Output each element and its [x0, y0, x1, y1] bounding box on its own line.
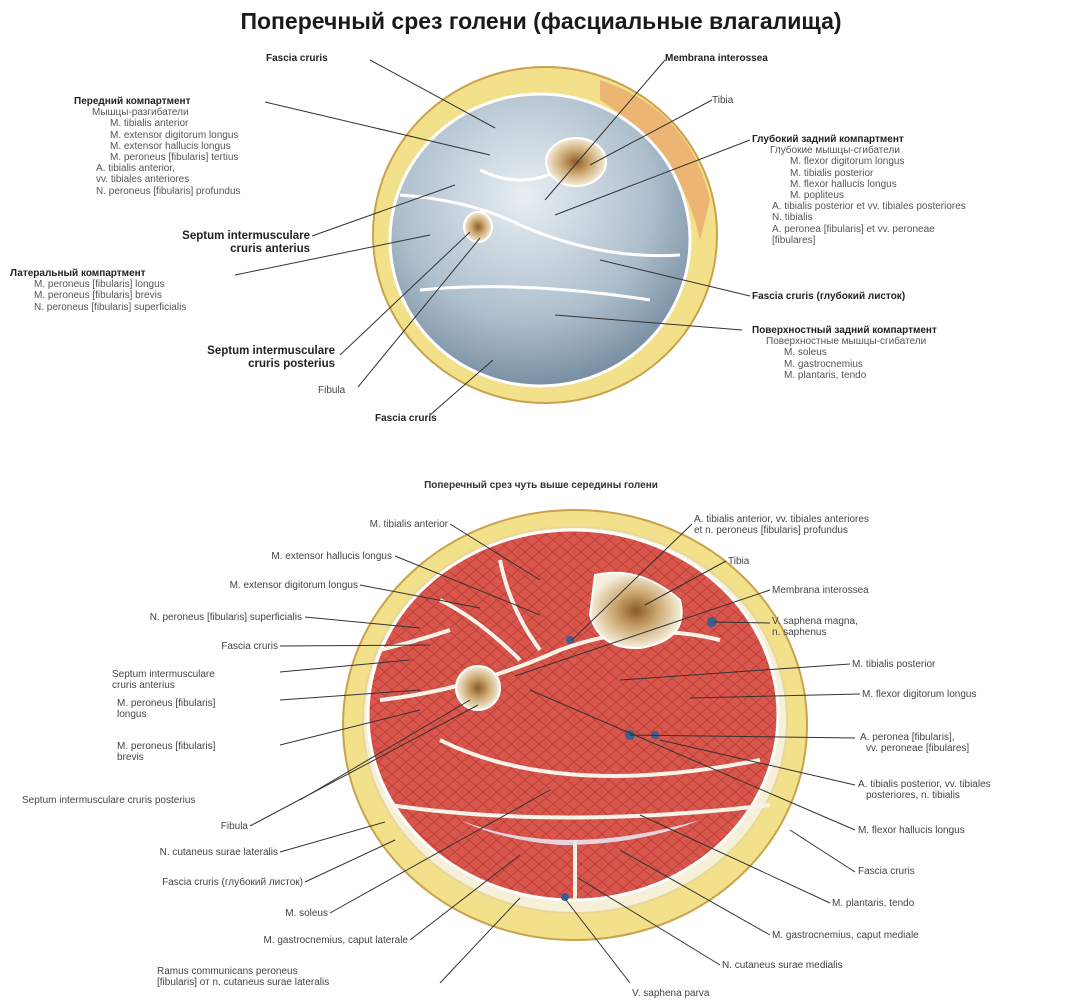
lateral-compartment-block: Латеральный компартмент M. peroneus [fib… — [10, 268, 186, 313]
label-saphena-parva: V. saphena parva — [632, 988, 709, 999]
deep-posterior-vessel: A. peronea [fibularis] et vv. peroneae — [752, 224, 966, 235]
label-peronea-2: vv. peroneae [fibulares] — [866, 743, 969, 754]
label-septum-anterius-1: Septum intermusculare — [120, 230, 310, 243]
label-gastrocnemius-mediale: M. gastrocnemius, caput mediale — [772, 930, 919, 941]
label-septum-ant-b2: cruris anterius — [112, 680, 175, 691]
bottom-fibula-bone — [456, 666, 500, 710]
anterior-sub: Мышцы-разгибатели — [60, 107, 241, 118]
anterior-item: M. extensor hallucis longus — [60, 141, 241, 152]
label-extensor-hallucis-longus: M. extensor hallucis longus — [170, 551, 392, 562]
deep-posterior-heading: Глубокий задний компартмент — [752, 134, 966, 145]
label-fascia-deep: Fascia cruris (глубокий листок) — [752, 291, 905, 302]
label-septum-anterius-2: cruris anterius — [120, 243, 310, 256]
deep-posterior-vessel: A. tibialis posterior et vv. tibiales po… — [752, 201, 966, 212]
deep-posterior-item: M. tibialis posterior — [752, 168, 966, 179]
label-ramus-communicans-1: Ramus communicans peroneus — [157, 966, 298, 977]
vessel-tibialis-anterior — [566, 636, 574, 644]
label-tibia-b: Tibia — [728, 556, 749, 567]
section-subtitle: Поперечный срез чуть выше середины голен… — [0, 480, 1082, 491]
label-cutaneus-surae-lateralis: N. cutaneus surae lateralis — [60, 847, 278, 858]
deep-posterior-block: Глубокий задний компартмент Глубокие мыш… — [752, 134, 966, 246]
label-flexor-hallucis-longus: M. flexor hallucis longus — [858, 825, 965, 836]
deep-posterior-vessel: [fibulares] — [752, 235, 966, 246]
label-saphena-magna-1: V. saphena magna, — [772, 616, 858, 627]
label-peronea-1: A. peronea [fibularis], — [860, 732, 955, 743]
top-deep-fascia — [390, 94, 690, 386]
deep-posterior-item: M. popliteus — [752, 190, 966, 201]
label-tibialis-anterior-vessels-2: et n. peroneus [fibularis] profundus — [694, 525, 848, 536]
lateral-heading: Латеральный компартмент — [10, 268, 186, 279]
label-tibialis-anterior-vessels-1: A. tibialis anterior, vv. tibiales anter… — [694, 514, 869, 525]
label-fascia-cruris-b1: Fascia cruris — [140, 641, 278, 652]
label-septum-posterius-1: Septum intermusculare — [140, 345, 335, 358]
label-fascia-cruris-bottom: Fascia cruris — [375, 413, 437, 424]
label-septum-posterius-2: cruris posterius — [140, 358, 335, 371]
superficial-posterior-item: M. plantaris, tendo — [752, 370, 937, 381]
label-tibialis-posterior-vessels-2: posteriores, n. tibialis — [866, 790, 960, 801]
lateral-item: M. peroneus [fibularis] brevis — [10, 290, 186, 301]
label-ramus-communicans-2: [fibularis] от n. cutaneus surae lateral… — [157, 977, 329, 988]
label-fascia-cruris-top: Fascia cruris — [266, 53, 328, 64]
anterior-heading: Передний компартмент — [60, 96, 241, 107]
label-peroneus-brevis-1: M. peroneus [fibularis] — [117, 741, 215, 752]
deep-posterior-item: M. flexor digitorum longus — [752, 156, 966, 167]
anterior-vessel: N. peroneus [fibularis] profundus — [60, 186, 241, 197]
top-tibia-bone — [546, 138, 606, 186]
vessel-saphena-parva — [561, 893, 569, 901]
deep-posterior-vessel: N. tibialis — [752, 212, 966, 223]
anterior-vessel: A. tibialis anterior, — [60, 163, 241, 174]
label-septum-posterius-b: Septum intermusculare cruris posterius — [22, 795, 195, 806]
anterior-item: M. tibialis anterior — [60, 118, 241, 129]
deep-posterior-item: M. flexor hallucis longus — [752, 179, 966, 190]
top-fibula-bone — [464, 212, 492, 242]
label-peroneus-superficialis: N. peroneus [fibularis] superficialis — [40, 612, 302, 623]
anterior-vessel: vv. tibiales anteriores — [60, 174, 241, 185]
label-tibialis-anterior: M. tibialis anterior — [230, 519, 448, 530]
lateral-item: N. peroneus [fibularis] superficialis — [10, 302, 186, 313]
deep-posterior-sub: Глубокие мышцы-сгибатели — [752, 145, 966, 156]
label-septum-ant-b1: Septum intermusculare — [112, 669, 215, 680]
label-membrana-interossea: Membrana interossea — [665, 53, 768, 64]
superficial-posterior-heading: Поверхностный задний компартмент — [752, 325, 937, 336]
anterior-item: M. extensor digitorum longus — [60, 130, 241, 141]
label-flexor-digitorum-longus: M. flexor digitorum longus — [862, 689, 977, 700]
label-tibialis-posterior: M. tibialis posterior — [852, 659, 935, 670]
label-gastrocnemius-laterale: M. gastrocnemius, caput laterale — [130, 935, 408, 946]
superficial-posterior-item: M. soleus — [752, 347, 937, 358]
label-peroneus-brevis-2: brevis — [117, 752, 144, 763]
superficial-posterior-sub: Поверхностные мышцы-сгибатели — [752, 336, 937, 347]
label-saphena-magna-2: n. saphenus — [772, 627, 827, 638]
label-cutaneus-surae-medialis: N. cutaneus surae medialis — [722, 960, 843, 971]
label-fascia-cruris-b2: Fascia cruris — [858, 866, 915, 877]
label-peroneus-longus-1: M. peroneus [fibularis] — [117, 698, 215, 709]
lateral-item: M. peroneus [fibularis] longus — [10, 279, 186, 290]
label-fibula-b: Fibula — [180, 821, 248, 832]
anterior-compartment-block: Передний компартмент Мышцы-разгибатели M… — [60, 96, 241, 197]
label-soleus: M. soleus — [200, 908, 328, 919]
label-tibia-top: Tibia — [712, 95, 733, 106]
label-extensor-digitorum-longus: M. extensor digitorum longus — [130, 580, 358, 591]
superficial-posterior-item: M. gastrocnemius — [752, 359, 937, 370]
label-peroneus-longus-2: longus — [117, 709, 146, 720]
label-membrana-interossea-b: Membrana interossea — [772, 585, 869, 596]
label-fascia-deep-b: Fascia cruris (глубокий листок) — [60, 877, 303, 888]
label-fibula-top: Fibula — [318, 385, 345, 396]
label-plantaris-tendo: M. plantaris, tendo — [832, 898, 914, 909]
label-tibialis-posterior-vessels-1: A. tibialis posterior, vv. tibiales — [858, 779, 991, 790]
anterior-item: M. peroneus [fibularis] tertius — [60, 152, 241, 163]
superficial-posterior-block: Поверхностный задний компартмент Поверхн… — [752, 325, 937, 381]
